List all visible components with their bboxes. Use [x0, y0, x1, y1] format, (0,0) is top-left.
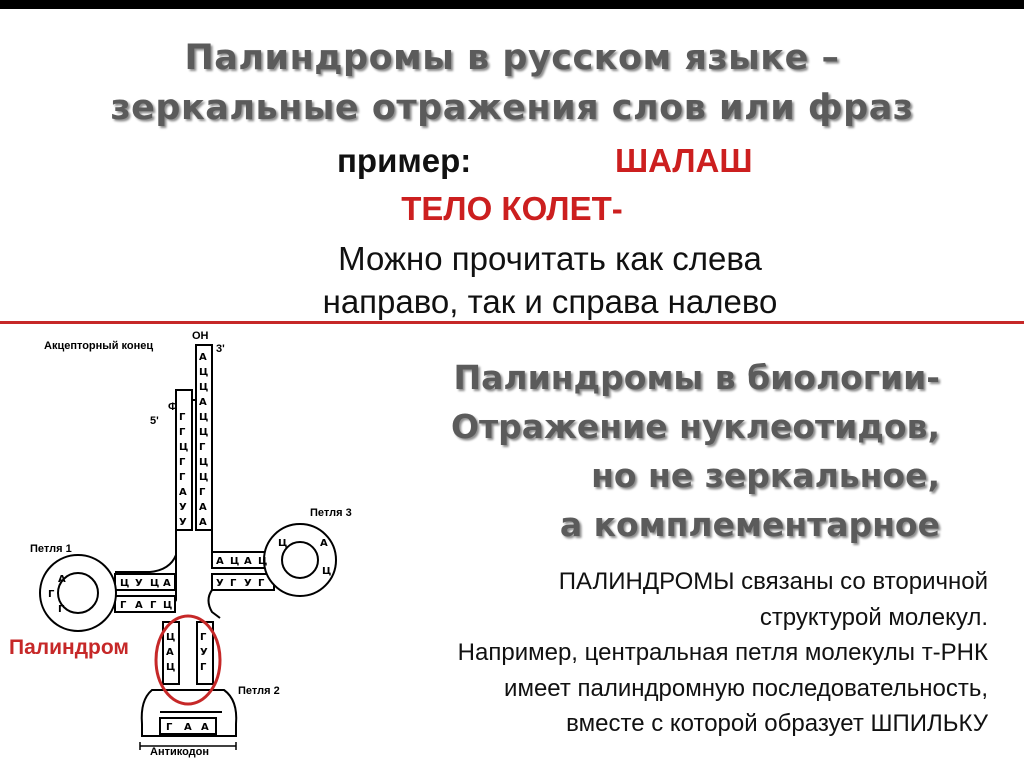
svg-text:Г: Г: [58, 604, 65, 615]
svg-text:Г: Г: [258, 578, 265, 589]
title-line-2: зеркальные отражения слов или фраз: [0, 88, 1024, 128]
paragraph-line-5: вместе с которой образует ШПИЛЬКУ: [566, 710, 988, 738]
svg-text:А: А: [320, 538, 328, 549]
svg-text:Г: Г: [179, 457, 186, 468]
svg-text:А: А: [201, 722, 209, 733]
example-label: пример:: [337, 142, 471, 180]
svg-text:А: А: [135, 600, 143, 611]
svg-text:Г: Г: [179, 412, 186, 423]
svg-text:Ц: Ц: [199, 412, 208, 423]
svg-text:Ц: Ц: [199, 427, 208, 438]
svg-text:А: А: [199, 502, 207, 513]
label-phi: Ф: [168, 401, 177, 413]
svg-text:У: У: [179, 502, 187, 513]
label-acceptor-end: Акцепторный конец: [44, 340, 153, 352]
svg-text:Г: Г: [199, 487, 206, 498]
svg-text:А: А: [58, 574, 66, 585]
svg-text:Ц: Ц: [258, 556, 267, 567]
svg-text:А: А: [216, 556, 224, 567]
svg-text:У: У: [244, 578, 252, 589]
svg-text:Г: Г: [179, 472, 186, 483]
svg-text:А: А: [199, 352, 207, 363]
example-description-line-2: направо, так и справа налево: [0, 280, 1024, 323]
svg-text:Ц: Ц: [199, 382, 208, 393]
svg-text:Г: Г: [150, 600, 157, 611]
palindrome-label: Палиндром: [9, 636, 129, 660]
svg-text:А: А: [163, 578, 171, 589]
label-loop-3: Петля 3: [310, 507, 352, 519]
svg-text:У: У: [200, 647, 208, 658]
svg-text:У: У: [135, 578, 143, 589]
example-word-telo-kolet: ТЕЛО КОЛЕТ-: [0, 190, 1024, 228]
paragraph-line-2: структурой молекул.: [760, 604, 988, 632]
svg-text:А: А: [179, 487, 187, 498]
svg-text:Ц: Ц: [120, 578, 129, 589]
svg-text:Г: Г: [230, 578, 237, 589]
svg-text:Г: Г: [166, 722, 173, 733]
svg-text:Г: Г: [199, 442, 206, 453]
paragraph-line-1: ПАЛИНДРОМЫ связаны со вторичной: [559, 568, 988, 596]
svg-text:Ц: Ц: [163, 600, 172, 611]
svg-text:Г: Г: [200, 662, 207, 673]
svg-text:Ц: Ц: [230, 556, 239, 567]
label-anticodon: Антикодон: [150, 746, 209, 758]
svg-text:Ц: Ц: [278, 538, 287, 549]
paragraph-line-4: имеет палиндромную последовательность,: [504, 675, 988, 703]
svg-text:А: А: [199, 397, 207, 408]
svg-text:Ц: Ц: [199, 472, 208, 483]
svg-text:Ц: Ц: [150, 578, 159, 589]
example-description-line-1: Можно прочитать как слева: [0, 237, 1024, 280]
biology-line-2: Отражение нуклеотидов,: [451, 407, 940, 446]
svg-text:Г: Г: [179, 427, 186, 438]
svg-text:Ц: Ц: [199, 457, 208, 468]
biology-line-1: Палиндромы в биологии-: [454, 358, 940, 397]
top-border-bar: [0, 0, 1024, 9]
svg-text:Ц: Ц: [322, 566, 331, 577]
svg-text:У: У: [216, 578, 224, 589]
example-description: Можно прочитать как слева направо, так и…: [0, 237, 1024, 323]
svg-text:У: У: [179, 517, 187, 528]
svg-text:А: А: [244, 556, 252, 567]
svg-text:А: А: [184, 722, 192, 733]
label-5-prime: 5': [150, 415, 159, 427]
svg-text:Ц: Ц: [179, 442, 188, 453]
svg-text:Г: Г: [120, 600, 127, 611]
svg-text:А: А: [166, 647, 174, 658]
label-oh: ОН: [192, 330, 209, 342]
title-line-1: Палиндромы в русском языке –: [0, 38, 1024, 78]
svg-text:Ц: Ц: [166, 632, 175, 643]
label-loop-2: Петля 2: [238, 685, 280, 697]
paragraph-line-3: Например, центральная петля молекулы т-Р…: [458, 639, 988, 667]
label-loop-1: Петля 1: [30, 543, 72, 555]
biology-line-4: а комплементарное: [560, 505, 940, 544]
label-3-prime: 3': [216, 343, 225, 355]
biology-line-3: но не зеркальное,: [591, 456, 940, 495]
example-word-shalash: ШАЛАШ: [615, 142, 753, 180]
svg-text:Г: Г: [48, 589, 55, 600]
svg-text:А: А: [199, 517, 207, 528]
svg-text:Г: Г: [200, 632, 207, 643]
svg-text:Ц: Ц: [166, 662, 175, 673]
svg-text:Ц: Ц: [199, 367, 208, 378]
